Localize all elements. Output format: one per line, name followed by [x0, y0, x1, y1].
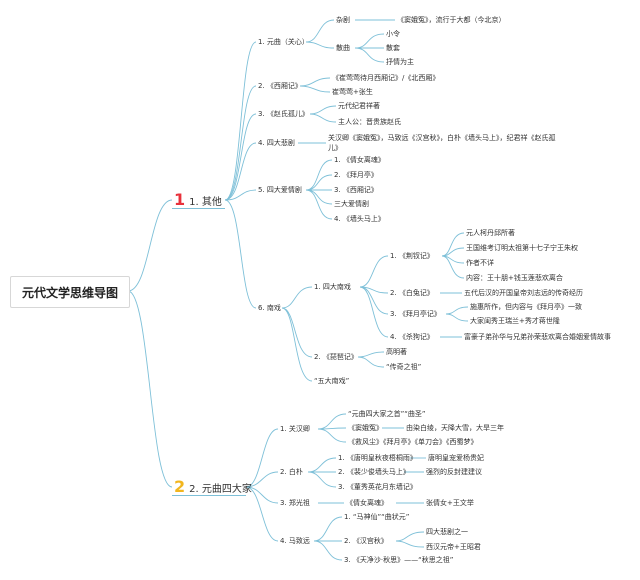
node-guanhanqing[interactable]: 1. 关汉卿 — [280, 425, 310, 433]
node-guan-item[interactable]: “元曲四大家之首”“曲圣” — [348, 410, 426, 418]
node-bai-note[interactable]: 强烈的反封建建议 — [426, 468, 482, 476]
node-shagou-note[interactable]: 富豪子弟孙华与兄弟孙荣悲欢离合婚姻爱情故事 — [464, 333, 611, 341]
node-zheng-item[interactable]: 《倩女离魂》 — [346, 499, 388, 507]
node-sanqu-item[interactable]: 散套 — [386, 44, 400, 52]
node-shagouji[interactable]: 4. 《杀狗记》 — [390, 333, 434, 341]
node-guan-item[interactable]: 《窦娥冤》 — [348, 424, 383, 432]
node-aiqing-item[interactable]: 4. 《墙头马上》 — [334, 215, 385, 223]
root-node-title[interactable]: 元代文学思维导图 — [10, 276, 130, 308]
node-zhengguangzu[interactable]: 3. 郑光祖 — [280, 499, 310, 507]
node-ma-item[interactable]: 1. “马神仙”“曲状元” — [344, 513, 410, 521]
branch-underline — [172, 495, 246, 496]
node-sanqu-item[interactable]: 抒情为主 — [386, 58, 414, 66]
node-bai-item[interactable]: 3. 《董秀英花月东墙记》 — [338, 483, 417, 491]
badge-number-1: 1 — [174, 190, 186, 209]
node-aiqing-item[interactable]: 三大爱情剧 — [334, 200, 369, 208]
branch-underline — [172, 208, 225, 209]
node-aiqing-item[interactable]: 2. 《拜月亭》 — [334, 171, 378, 179]
node-beiju-text[interactable]: 儿》 — [328, 144, 342, 152]
node-baiyue-item[interactable]: 大家闺秀王瑞兰+秀才蒋世隆 — [470, 317, 560, 325]
node-zaju-note[interactable]: 《窦娥冤》，流行于大都（今北京） — [397, 16, 506, 24]
node-jingchaiji[interactable]: 1. 《荆钗记》 — [390, 252, 434, 260]
node-xixiang-item[interactable]: 《崔莺莺待月西厢记》/《北西厢》 — [332, 74, 440, 82]
node-mazhiyuan[interactable]: 4. 马致远 — [280, 537, 310, 545]
node-bai-item[interactable]: 1. 《唐明皇秋夜梧桐雨》 — [338, 454, 417, 462]
node-pipa-item[interactable]: “传奇之祖” — [386, 363, 422, 371]
node-zhaoshiguer[interactable]: 3. 《赵氏孤儿》 — [258, 110, 309, 118]
branch-1-label: 1. 其他 — [189, 196, 222, 208]
node-baiyue-item[interactable]: 施惠所作，但内容与《拜月亭》一致 — [470, 303, 582, 311]
node-jingchai-item[interactable]: 内容：王十朋+钱玉莲悲欢离合 — [466, 274, 563, 282]
node-bai-item[interactable]: 2. 《裴少俊墙头马上》 — [338, 468, 410, 476]
node-aiqing-item[interactable]: 3. 《西厢记》 — [334, 186, 378, 194]
node-aiqing-item[interactable]: 1. 《倩女离魂》 — [334, 156, 385, 164]
node-yuanqu[interactable]: 1. 元曲（关心） — [258, 38, 309, 46]
branch-1-node[interactable]: 1 1. 其他 — [174, 192, 222, 208]
node-guer-item[interactable]: 元代纪君祥著 — [338, 102, 380, 110]
node-ma-subitem[interactable]: 西汉元帝+王昭君 — [426, 543, 481, 551]
node-xixiang-item[interactable]: 崔莺莺+张生 — [332, 88, 373, 96]
branch-2-label: 2. 元曲四大家 — [189, 483, 252, 495]
node-baitu-note[interactable]: 五代后汉的开国皇帝刘志远的传奇经历 — [464, 289, 583, 297]
node-sidananxi[interactable]: 1. 四大南戏 — [314, 283, 351, 291]
node-baipu[interactable]: 2. 白朴 — [280, 468, 303, 476]
node-nanxi[interactable]: 6. 南戏 — [258, 304, 281, 312]
node-bai-note[interactable]: 唐明皇宠爱杨贵妃 — [428, 454, 484, 462]
node-guan-item[interactable]: 《救风尘》《拜月亭》《单刀会》《西蜀梦》 — [348, 438, 478, 446]
node-jingchai-item[interactable]: 作者不详 — [466, 259, 494, 267]
node-jingchai-item[interactable]: 王国维考订明太祖第十七子宁王朱权 — [466, 244, 578, 252]
node-pipaji[interactable]: 2. 《琵琶记》 — [314, 353, 358, 361]
branch-2-node[interactable]: 2 2. 元曲四大家 — [174, 479, 252, 495]
node-sidabeiju[interactable]: 4. 四大悲剧 — [258, 139, 295, 147]
node-zheng-note[interactable]: 张倩女+王文举 — [426, 499, 474, 507]
node-wudananxi[interactable]: “五大南戏” — [314, 377, 350, 385]
node-ma-item[interactable]: 2. 《汉宫秋》 — [344, 537, 388, 545]
node-ma-item[interactable]: 3. 《天净沙·秋思》——“秋思之祖” — [344, 556, 454, 564]
node-zaju[interactable]: 杂剧 — [336, 16, 350, 24]
node-jingchai-item[interactable]: 元人柯丹邱所著 — [466, 229, 515, 237]
node-sanqu[interactable]: 散曲 — [336, 44, 350, 52]
node-baiyuetingji[interactable]: 3. 《拜月亭记》 — [390, 310, 441, 318]
node-ma-subitem[interactable]: 四大悲剧之一 — [426, 528, 468, 536]
node-guan-note[interactable]: 由染白绫，天降大雪，大旱三年 — [406, 424, 504, 432]
node-aiqingju[interactable]: 5. 四大爱情剧 — [258, 186, 302, 194]
node-baituji[interactable]: 2. 《白兔记》 — [390, 289, 434, 297]
node-sanqu-item[interactable]: 小令 — [386, 30, 400, 38]
badge-number-2: 2 — [174, 477, 186, 496]
node-pipa-item[interactable]: 高明著 — [386, 348, 407, 356]
node-guer-item[interactable]: 主人公：晋贵族赵氏 — [338, 118, 401, 126]
node-xixiangji[interactable]: 2. 《西厢记》 — [258, 82, 302, 90]
node-beiju-text[interactable]: 关汉卿《窦娥冤》，马致远《汉宫秋》，白朴《墙头马上》，纪君祥《赵氏孤 — [328, 134, 556, 142]
